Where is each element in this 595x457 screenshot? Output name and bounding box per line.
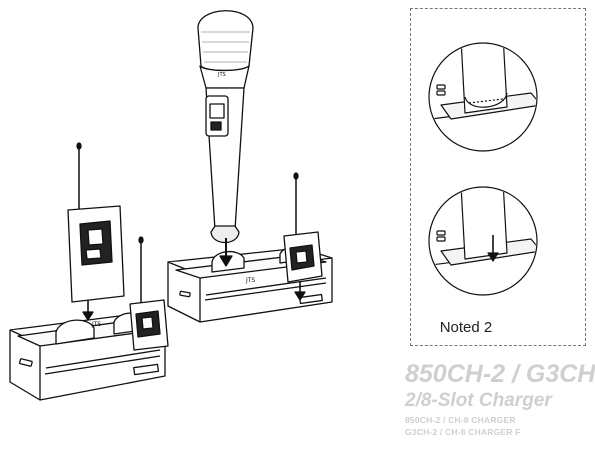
front-charger-logo: JTS (91, 321, 101, 328)
detail-circle-top (428, 42, 538, 152)
product-subtitle: 2/8-Slot Charger (405, 390, 552, 411)
product-title: 850CH-2 / G3CH (405, 360, 595, 388)
product-line-1: 850CH-2 / CH-8 CHARGER (405, 415, 516, 425)
back-charger-logo: JTS (245, 277, 255, 284)
note-label: Noted 2 (439, 319, 493, 336)
handheld-microphone: JTS (197, 10, 254, 267)
bodypack-tall (67, 142, 125, 321)
bodypack-seated (129, 236, 169, 351)
note-panel: Noted 2 (410, 8, 586, 346)
charger-illustration: JTS JTS JTS (9, 10, 333, 401)
product-line-2: G3CH-2 / CH-8 CHARGER F (405, 427, 521, 437)
mic-logo-text: JTS (217, 72, 226, 78)
detail-circle-bottom (428, 186, 538, 296)
back-bodypack: JTS (245, 172, 323, 301)
